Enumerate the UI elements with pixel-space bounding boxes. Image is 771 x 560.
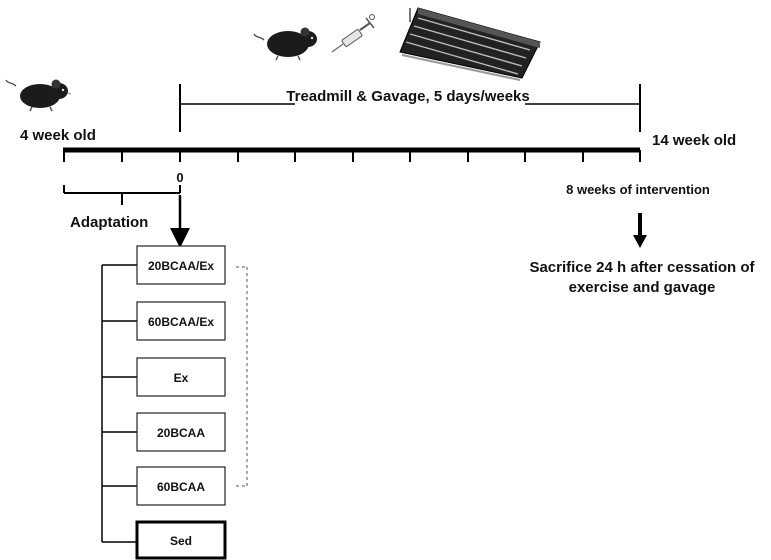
- group-box-control: Sed: [135, 520, 227, 560]
- group-label: Ex: [174, 371, 189, 385]
- group-label: 60BCAA/Ex: [148, 315, 214, 329]
- group-box: 20BCAA/Ex: [136, 245, 226, 285]
- sacrifice-label-line2: exercise and gavage: [569, 279, 716, 296]
- group-box: 60BCAA/Ex: [136, 301, 226, 341]
- group-box: Ex: [136, 357, 226, 397]
- timeline: [63, 147, 641, 162]
- adaptation-bracket: [63, 185, 181, 205]
- group-tree: [101, 264, 137, 543]
- adaptation-label: Adaptation: [70, 214, 148, 231]
- sacrifice-label-line1: Sacrifice 24 h after cessation of: [529, 259, 755, 276]
- group-label: 20BCAA/Ex: [148, 259, 214, 273]
- sacrifice-arrow-head: [633, 235, 647, 248]
- treadmill-icon: [399, 7, 541, 81]
- group-label: 20BCAA: [157, 426, 205, 440]
- treatment-bracket: [179, 84, 641, 132]
- end-age-label: 14 week old: [652, 132, 736, 149]
- treatment-label: Treadmill & Gavage, 5 days/weeks: [286, 88, 529, 105]
- dashed-group-bracket: [236, 266, 248, 487]
- group-label: 60BCAA: [157, 480, 205, 494]
- start-age-label: 4 week old: [20, 127, 96, 144]
- zero-tick-label: 0: [176, 170, 183, 185]
- group-label: Sed: [170, 534, 192, 548]
- intervention-label: 8 weeks of intervention: [566, 182, 710, 197]
- mouse-icon: [253, 27, 317, 61]
- mouse-icon: [5, 79, 72, 112]
- group-box: 20BCAA: [136, 412, 226, 452]
- group-box: 60BCAA: [136, 466, 226, 506]
- syringe-icon: [331, 14, 375, 53]
